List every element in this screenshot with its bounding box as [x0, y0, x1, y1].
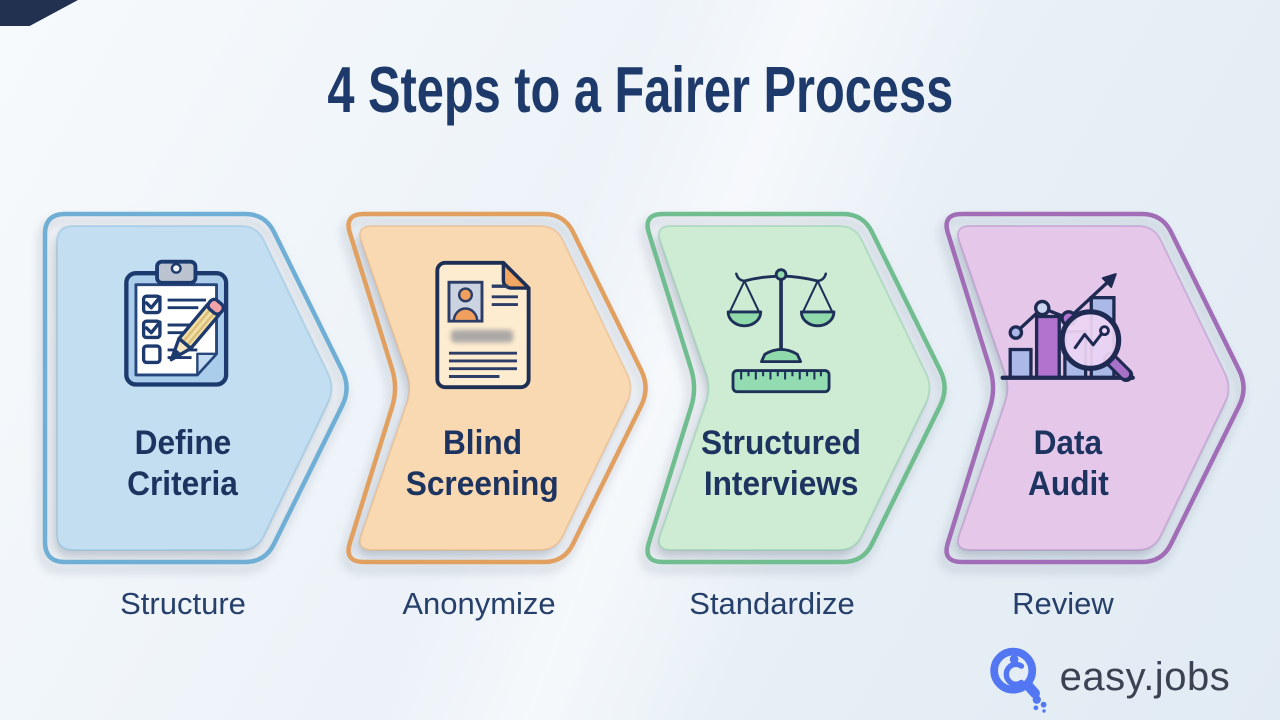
page-title: 4 Steps to a Fairer Process [327, 53, 953, 126]
clipboard-checklist-icon [43, 252, 323, 397]
step-title: Blind Screening [405, 424, 559, 503]
easyjobs-logo-text: easy.jobs [1059, 654, 1231, 699]
easyjobs-logo: easy.jobs [986, 638, 1230, 716]
step-title: Define Criteria [127, 424, 239, 503]
step-title: Structured Interviews [701, 424, 861, 503]
chevron-arrow-shape [944, 211, 1246, 565]
balance-scale-ruler-icon [641, 252, 921, 397]
step-title: Data Audit [1027, 424, 1109, 503]
steps-row: Define Criteria [42, 211, 1280, 566]
step-card-define-criteria: Define Criteria [42, 211, 355, 566]
anonymized-resume-icon [342, 252, 622, 397]
step-caption: Structure [120, 586, 246, 621]
captions-row: Structure Anonymize Standardize Review [43, 586, 1280, 626]
step-caption: Standardize [689, 586, 855, 621]
chart-magnifier-icon [928, 252, 1208, 397]
step-card-structured-interviews: Structured Interviews [641, 211, 953, 566]
step-card-data-audit: Data Audit [940, 211, 1252, 566]
corner-accent-shape [0, 0, 78, 26]
easyjobs-logo-icon [990, 647, 1047, 713]
step-caption: Review [1012, 586, 1114, 621]
step-card-blind-screening: Blind Screening [342, 211, 654, 566]
step-caption: Anonymize [402, 586, 556, 621]
